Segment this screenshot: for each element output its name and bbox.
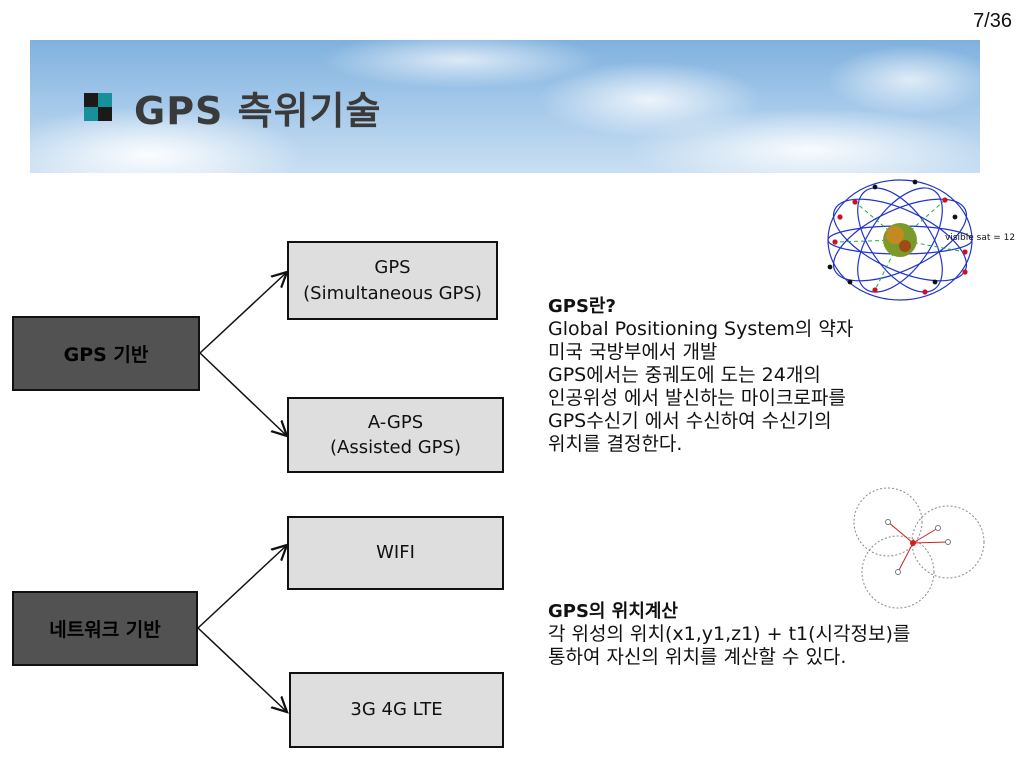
visible-sat-label: visible sat = 12 <box>945 233 1015 243</box>
gps-calculation: GPS의 위치계산 각 위성의 위치(x1,y1,z1) + t1(시각정보)를… <box>548 600 910 669</box>
gps-definition-line: 인공위성 에서 발신하는 마이크로파를 <box>548 387 846 409</box>
gps-calculation-line: 통하여 자신의 위치를 계산할 수 있다. <box>548 646 847 668</box>
gps-box-line-2: (Simultaneous GPS) <box>303 282 482 304</box>
agps-box-line-2: (Assisted GPS) <box>329 437 461 458</box>
arrow-to-wifi <box>197 545 287 629</box>
arrow-to-gps <box>199 272 287 354</box>
square-bullet-icon <box>84 93 112 121</box>
gps-box: GPS (Simultaneous GPS) <box>287 241 498 320</box>
wifi-box: WIFI <box>287 516 504 590</box>
page-title: GPS 측위기술 <box>134 88 382 133</box>
gps-box-line-1: GPS <box>374 257 411 279</box>
title-banner <box>30 40 980 173</box>
slide-title: GPS 측위기술 <box>84 72 381 142</box>
agps-box-line-1: A-GPS <box>367 411 424 433</box>
agps-box: A-GPS (Assisted GPS) <box>287 397 504 473</box>
gps-definition-heading: GPS란? <box>548 296 616 317</box>
gps-definition-line: Global Positioning System의 약자 <box>548 318 854 340</box>
gps-definition-line: 위치를 결정한다. <box>548 433 683 455</box>
gps-based-box: GPS 기반 <box>12 316 200 391</box>
wifi-box-label: WIFI <box>376 542 415 564</box>
page-number: 7/36 <box>973 10 1012 32</box>
gps-definition-line: 미국 국방부에서 개발 <box>548 341 718 363</box>
lte-box-label: 3G 4G LTE <box>350 699 443 721</box>
gps-definition-line: GPS수신기 에서 수신하여 수신기의 <box>548 410 832 432</box>
trilateration-figure <box>853 487 985 609</box>
satellite-constellation-figure: visible sat = 12 <box>827 179 1015 301</box>
gps-definition: GPS란? Global Positioning System의 약자 미국 국… <box>548 295 853 456</box>
gps-calculation-heading: GPS의 위치계산 <box>548 601 678 622</box>
gps-calculation-line: 각 위성의 위치(x1,y1,z1) + t1(시각정보)를 <box>548 623 911 645</box>
gps-based-label: GPS 기반 <box>63 344 149 366</box>
arrow-to-agps <box>199 352 287 436</box>
network-based-box: 네트워크 기반 <box>12 591 198 666</box>
arrow-to-lte <box>197 627 287 712</box>
lte-box: 3G 4G LTE <box>289 672 504 748</box>
network-based-label: 네트워크 기반 <box>49 619 161 641</box>
gps-definition-line: GPS에서는 중궤도에 도는 24개의 <box>548 364 821 386</box>
